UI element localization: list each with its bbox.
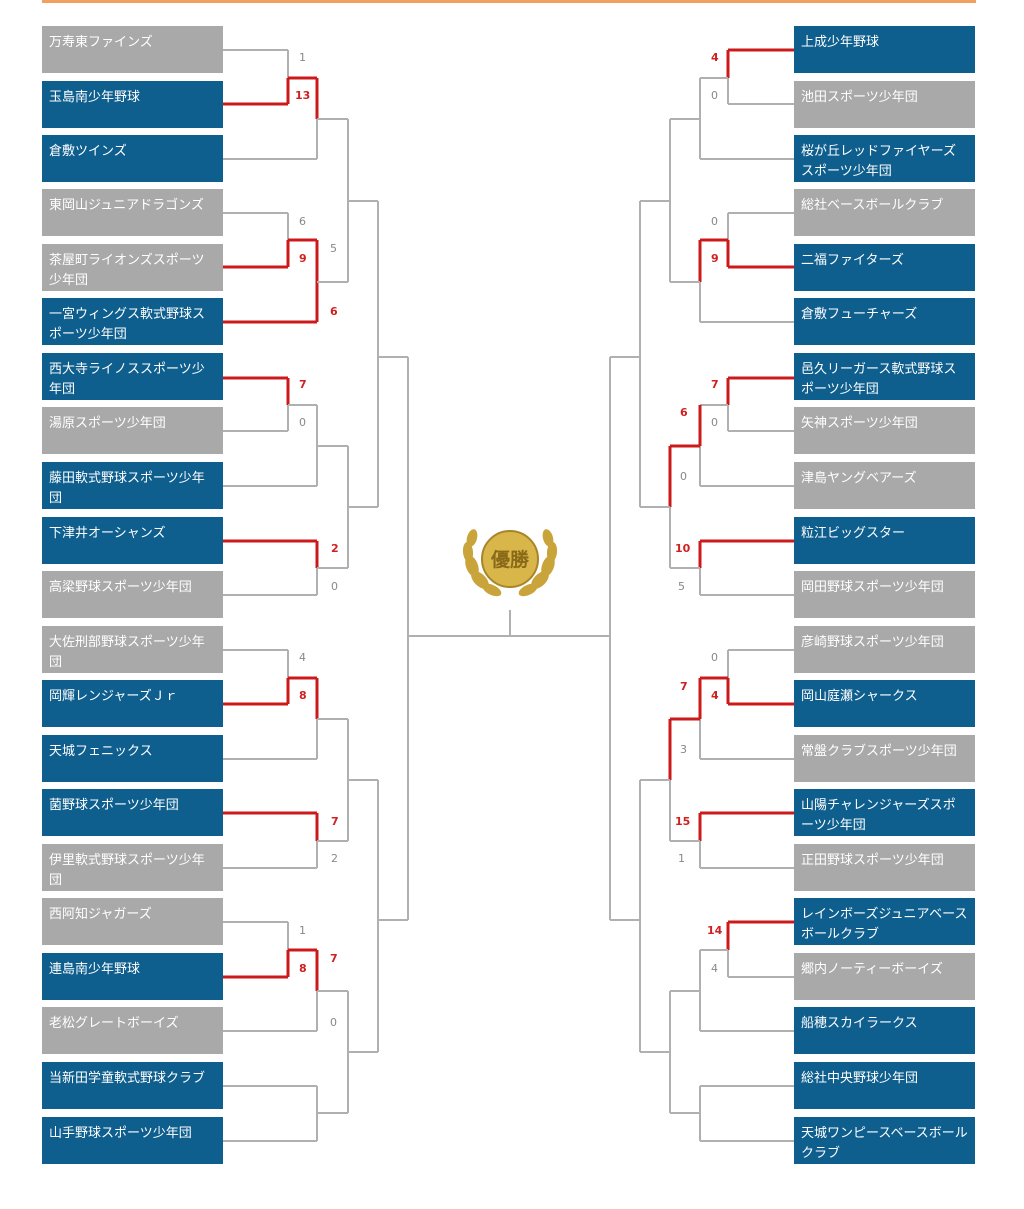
team-left-20[interactable]: 当新田学童軟式野球クラブ <box>42 1062 223 1109</box>
score-right-2: 0 <box>711 89 718 102</box>
score-right-13: 4 <box>711 689 719 702</box>
trophy-laurel-icon: 優勝 <box>462 529 558 597</box>
score-right-3: 0 <box>711 215 718 228</box>
team-left-5[interactable]: 茶屋町ライオンズスポーツ少年団 <box>42 244 223 291</box>
score-left-14: 2 <box>331 852 338 865</box>
team-left-8[interactable]: 湯原スポーツ少年団 <box>42 407 223 454</box>
score-right-10: 5 <box>678 580 685 593</box>
team-left-14[interactable]: 天城フェニックス <box>42 735 223 782</box>
score-left-2: 13 <box>295 89 311 102</box>
team-left-21[interactable]: 山手野球スポーツ少年団 <box>42 1117 223 1164</box>
team-right-10[interactable]: 粒江ビッグスター <box>794 517 975 564</box>
score-right-17: 14 <box>707 924 723 937</box>
team-right-12[interactable]: 彦崎野球スポーツ少年団 <box>794 626 975 673</box>
score-left-13: 7 <box>331 815 339 828</box>
score-left-18: 0 <box>330 1016 337 1029</box>
trophy-medal <box>481 530 539 588</box>
score-left-8: 0 <box>299 416 306 429</box>
team-right-15[interactable]: 山陽チャレンジャーズスポーツ少年団 <box>794 789 975 836</box>
team-right-20[interactable]: 総社中央野球少年団 <box>794 1062 975 1109</box>
score-right-1: 4 <box>711 51 719 64</box>
score-left-17: 7 <box>330 952 338 965</box>
team-left-2[interactable]: 玉島南少年野球 <box>42 81 223 128</box>
score-right-7: 0 <box>711 416 718 429</box>
team-right-17[interactable]: レインボーズジュニアベースボールクラブ <box>794 898 975 945</box>
score-left-6: 6 <box>330 305 338 318</box>
laurel-wreath-icon <box>462 529 558 597</box>
team-left-17[interactable]: 西阿知ジャガーズ <box>42 898 223 945</box>
score-left-12: 8 <box>299 689 307 702</box>
score-right-15: 15 <box>675 815 691 828</box>
score-left-10: 0 <box>331 580 338 593</box>
team-right-19[interactable]: 船穂スカイラークス <box>794 1007 975 1054</box>
score-left-9: 2 <box>331 542 339 555</box>
team-right-11[interactable]: 岡田野球スポーツ少年団 <box>794 571 975 618</box>
team-right-18[interactable]: 郷内ノーティーボーイズ <box>794 953 975 1000</box>
team-left-1[interactable]: 万寿東ファインズ <box>42 26 223 73</box>
team-left-3[interactable]: 倉敷ツインズ <box>42 135 223 182</box>
team-left-15[interactable]: 菌野球スポーツ少年団 <box>42 789 223 836</box>
team-left-12[interactable]: 大佐刑部野球スポーツ少年団 <box>42 626 223 673</box>
team-right-5[interactable]: 二福ファイターズ <box>794 244 975 291</box>
team-left-6[interactable]: 一宮ウィングス軟式野球スポーツ少年団 <box>42 298 223 345</box>
team-left-16[interactable]: 伊里軟式野球スポーツ少年団 <box>42 844 223 891</box>
score-left-7: 7 <box>299 378 307 391</box>
team-left-10[interactable]: 下津井オーシャンズ <box>42 517 223 564</box>
team-right-6[interactable]: 倉敷フューチャーズ <box>794 298 975 345</box>
team-right-9[interactable]: 津島ヤングベアーズ <box>794 462 975 509</box>
score-left-4: 9 <box>299 252 307 265</box>
team-left-9[interactable]: 藤田軟式野球スポーツ少年団 <box>42 462 223 509</box>
team-right-21[interactable]: 天城ワンピースベースボールクラブ <box>794 1117 975 1164</box>
team-right-1[interactable]: 上成少年野球 <box>794 26 975 73</box>
score-left-11: 4 <box>299 651 306 664</box>
team-right-13[interactable]: 岡山庭瀬シャークス <box>794 680 975 727</box>
team-right-14[interactable]: 常盤クラブスポーツ少年団 <box>794 735 975 782</box>
score-left-16: 8 <box>299 962 307 975</box>
score-right-12: 7 <box>680 680 688 693</box>
team-left-4[interactable]: 東岡山ジュニアドラゴンズ <box>42 189 223 236</box>
team-left-13[interactable]: 岡輝レンジャーズＪｒ <box>42 680 223 727</box>
team-left-7[interactable]: 西大寺ライノススポーツ少年団 <box>42 353 223 400</box>
score-right-9: 10 <box>675 542 691 555</box>
team-right-7[interactable]: 邑久リーガース軟式野球スポーツ少年団 <box>794 353 975 400</box>
score-right-5: 7 <box>711 378 719 391</box>
score-right-11: 0 <box>711 651 718 664</box>
team-left-18[interactable]: 連島南少年野球 <box>42 953 223 1000</box>
score-left-3: 6 <box>299 215 306 228</box>
score-left-5: 5 <box>330 242 337 255</box>
team-right-16[interactable]: 正田野球スポーツ少年団 <box>794 844 975 891</box>
team-left-11[interactable]: 高梁野球スポーツ少年団 <box>42 571 223 618</box>
score-left-1: 1 <box>299 51 306 64</box>
team-right-4[interactable]: 総社ベースボールクラブ <box>794 189 975 236</box>
score-right-18: 4 <box>711 962 718 975</box>
team-right-2[interactable]: 池田スポーツ少年団 <box>794 81 975 128</box>
header-accent-bar <box>42 0 976 3</box>
score-right-14: 3 <box>680 743 687 756</box>
team-right-8[interactable]: 矢神スポーツ少年団 <box>794 407 975 454</box>
trophy-label: 優勝 <box>490 548 530 571</box>
score-right-16: 1 <box>678 852 685 865</box>
score-right-8: 0 <box>680 470 687 483</box>
score-right-4: 9 <box>711 252 719 265</box>
score-left-15: 1 <box>299 924 306 937</box>
team-right-3[interactable]: 桜が丘レッドファイヤーズスポーツ少年団 <box>794 135 975 182</box>
score-right-6: 6 <box>680 406 688 419</box>
team-left-19[interactable]: 老松グレートボーイズ <box>42 1007 223 1054</box>
